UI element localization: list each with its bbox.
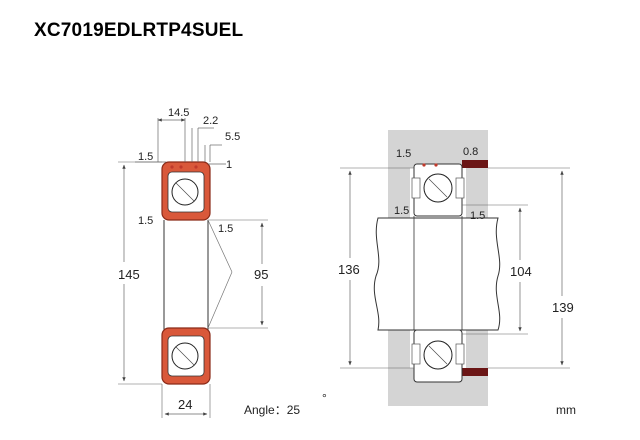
- dim-bore-diameter: 95: [254, 267, 268, 282]
- angle-degree: °: [322, 391, 327, 405]
- dim-5-5: 5.5: [225, 131, 240, 143]
- left-dimensions: 14.5 2.2 5.5 1.5 1 1.5 1.5 145 95 24: [118, 107, 268, 418]
- right-dimensions: 1.5 0.8 1.5 1.5 136 104 139: [338, 146, 574, 369]
- dim-r-1-5-left: 1.5: [394, 205, 409, 217]
- shaft: [373, 217, 501, 331]
- dim-1-5-inner-left: 1.5: [138, 215, 153, 227]
- dim-housing-bore: 136: [338, 262, 360, 277]
- spacer-bottom: [462, 368, 488, 376]
- dim-r-0-8: 0.8: [463, 146, 478, 158]
- dim-1-5-inner-right: 1.5: [218, 223, 233, 235]
- dim-outer-abutment: 139: [552, 300, 574, 315]
- left-seal-dot: [170, 165, 174, 169]
- angle-label: Angle：25: [244, 403, 300, 417]
- right-assembly-section: [373, 130, 501, 406]
- left-bearing-section: [161, 161, 233, 385]
- dim-2-2: 2.2: [203, 115, 218, 127]
- dim-width: 24: [178, 397, 192, 412]
- dim-r-1-5-right: 1.5: [470, 210, 485, 222]
- unit-label: mm: [556, 403, 576, 417]
- dim-1: 1: [226, 159, 232, 171]
- dim-outer-diameter: 145: [118, 267, 140, 282]
- dim-1-5-corner: 1.5: [138, 151, 153, 163]
- dim-14-5: 14.5: [168, 107, 189, 119]
- dim-r-1-5-top: 1.5: [396, 148, 411, 160]
- spacer-top: [462, 160, 488, 168]
- dim-shaft: 104: [510, 264, 532, 279]
- product-title: XC7019EDLRTP4SUEL: [34, 20, 244, 41]
